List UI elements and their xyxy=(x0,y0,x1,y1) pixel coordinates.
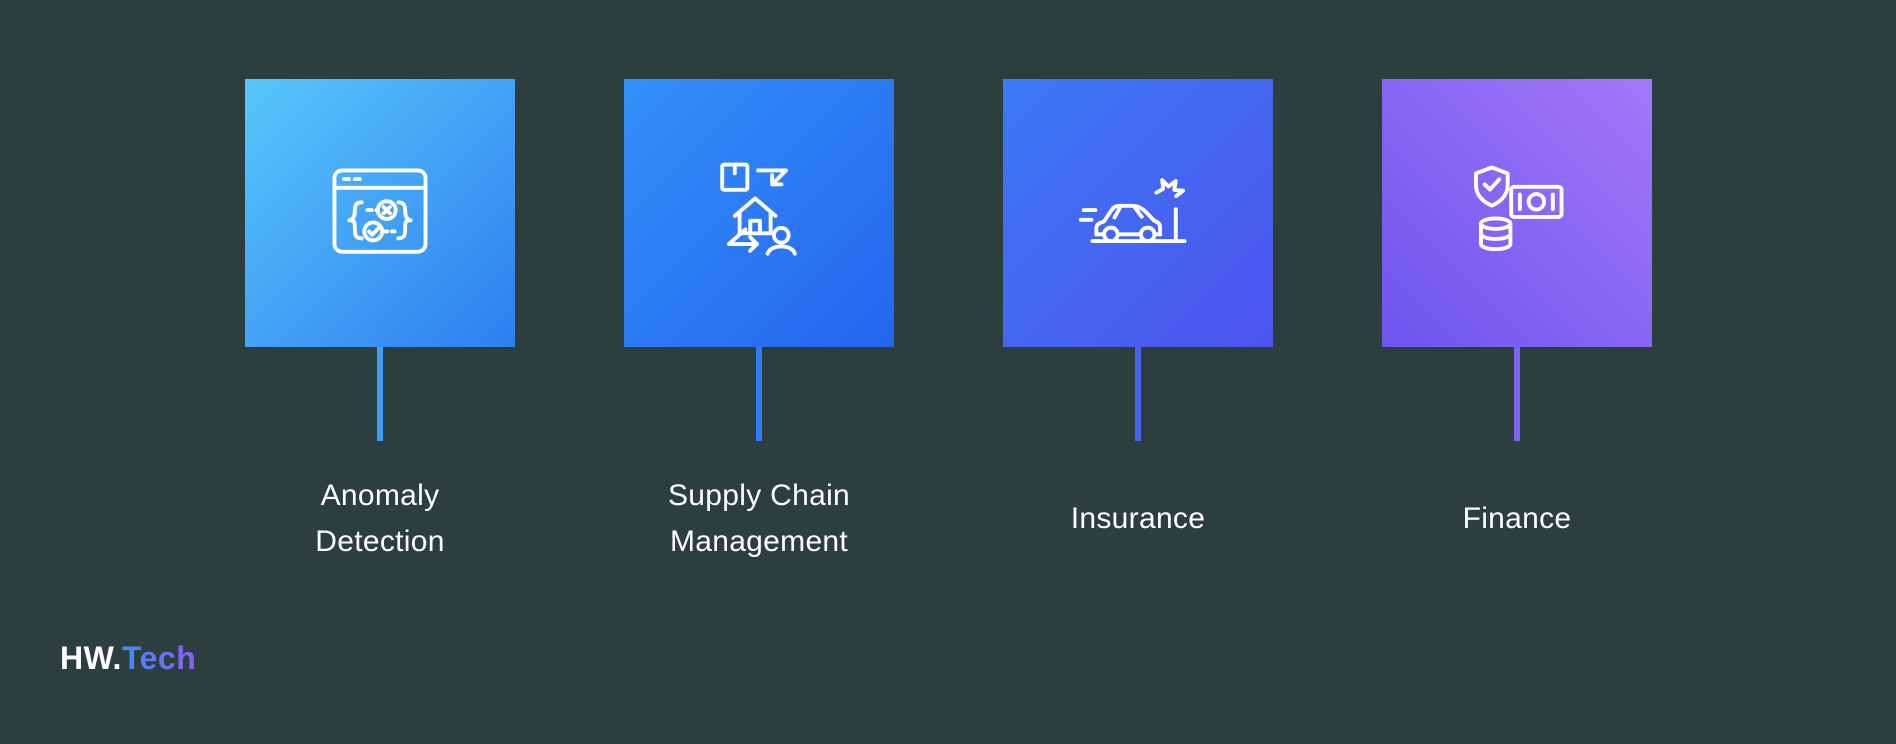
card-anomaly-detection-tile xyxy=(245,79,515,347)
card-supply-chain-tile xyxy=(624,79,894,347)
card-label-wrap: Supply Chain Management xyxy=(668,441,850,597)
supply-chain-icon xyxy=(720,162,797,256)
use-case-cards: Anomaly Detection xyxy=(245,79,1652,597)
card-label-wrap: Finance xyxy=(1463,441,1572,597)
connector-line xyxy=(756,347,762,441)
card-supply-chain-label: Supply Chain Management xyxy=(667,479,851,558)
card-anomaly-detection-label: Anomaly Detection xyxy=(315,479,445,558)
card-anomaly-detection: Anomaly Detection xyxy=(245,79,515,597)
anomaly-detection-icon xyxy=(332,168,428,254)
card-finance-tile xyxy=(1382,79,1652,347)
logo-secondary: Tech xyxy=(121,640,197,676)
card-insurance-tile xyxy=(1003,79,1273,347)
card-finance: Finance xyxy=(1382,79,1652,597)
car-crash-icon xyxy=(1078,178,1187,244)
card-finance-label: Finance xyxy=(1462,502,1572,536)
brand-logo-primary: HW. xyxy=(60,640,122,676)
brand-logo: HW.Tech xyxy=(60,640,196,677)
finance-shield-money-icon xyxy=(1473,165,1564,252)
card-label-wrap: Insurance xyxy=(1071,441,1205,597)
card-insurance-label: Insurance xyxy=(1070,502,1206,536)
connector-line xyxy=(1135,347,1141,441)
card-label-wrap: Anomaly Detection xyxy=(315,441,444,597)
card-insurance: Insurance xyxy=(1003,79,1273,597)
card-supply-chain-management: Supply Chain Management xyxy=(624,79,894,597)
connector-line xyxy=(1514,347,1520,441)
connector-line xyxy=(377,347,383,441)
